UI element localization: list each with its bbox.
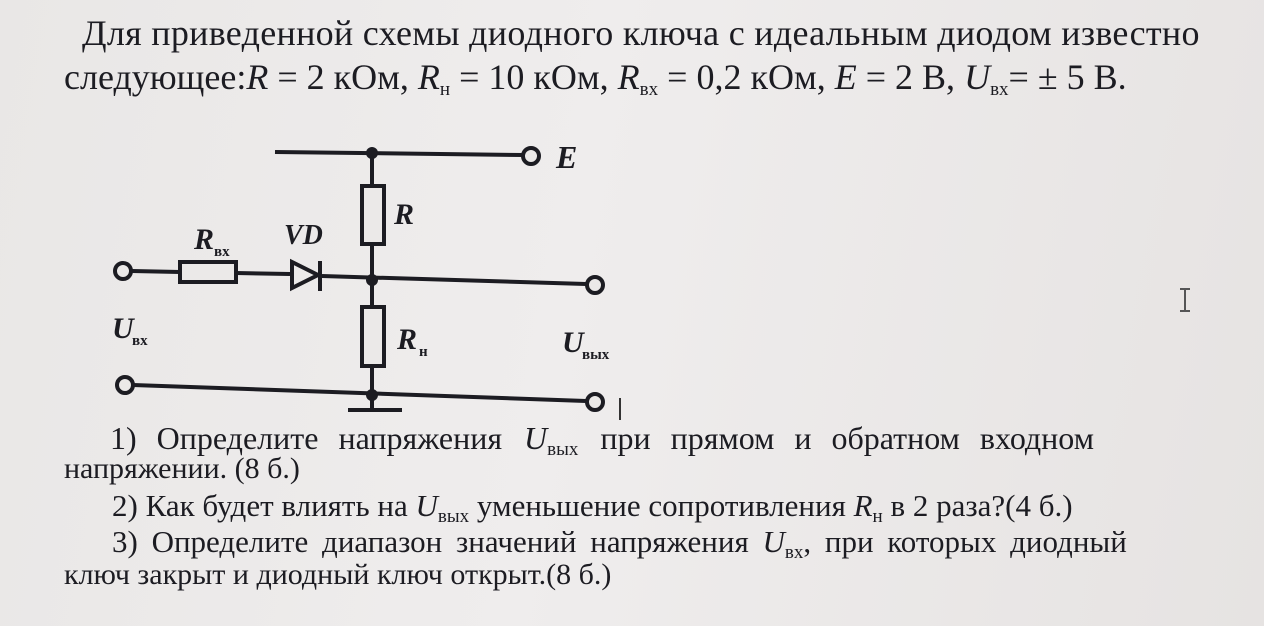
problem-statement-line2: следующее:R = 2 кОм, Rн = 10 кОм, Rвх = …	[64, 56, 1127, 100]
given-lead: следующее:	[64, 57, 247, 97]
node-top	[366, 147, 378, 159]
wire-VD-output	[321, 274, 587, 286]
q1-pre: 1) Определите напряжения	[110, 420, 503, 456]
given-Uvx-value: = ± 5 В.	[1008, 57, 1127, 97]
resistor-Rvx	[178, 260, 238, 284]
given-E-value: = 2 В,	[856, 57, 965, 97]
q2-pre: 2) Как будет влиять на	[112, 488, 408, 523]
q2-post: в 2 раза?(4 б.)	[890, 488, 1073, 523]
terminal-E	[521, 146, 541, 166]
question-2: 2) Как будет влиять на Uвых уменьшение с…	[112, 488, 1073, 527]
label-Uvyx-sub: вых	[582, 347, 610, 363]
label-Rn-sub: н	[419, 344, 428, 360]
node-middle	[366, 274, 378, 286]
resistor-Rn	[360, 305, 386, 368]
given-R-symbol: R	[246, 57, 269, 97]
q3-post: , при которых диодный	[803, 524, 1127, 559]
wire-input-Rvx	[131, 269, 181, 274]
resistor-R	[360, 184, 386, 246]
question-3-line1: 3) Определите диапазон значений напряжен…	[112, 524, 1127, 563]
label-Rvx: R	[193, 223, 214, 256]
q3-pre: 3) Определите диапазон значений напряжен…	[112, 524, 749, 559]
circuit-wires	[131, 150, 587, 412]
q2-mid: уменьшение сопротивления	[476, 488, 846, 523]
node-bottom	[366, 389, 378, 401]
label-Uvx-sub: вх	[132, 333, 148, 349]
diode-VD-triangle	[290, 258, 323, 292]
label-Rvx-sub: вх	[214, 244, 230, 260]
terminal-input-bottom	[115, 375, 135, 395]
wire-top-E	[274, 150, 524, 157]
q2-U: U	[415, 488, 438, 523]
given-Rvx-symbol: R	[617, 57, 640, 97]
q1-U-sub: вых	[547, 439, 579, 460]
label-Uvx: U	[112, 312, 135, 345]
q2-R-sub: н	[872, 506, 883, 527]
q2-R: R	[853, 488, 873, 523]
question-1-line1: 1) Определите напряжения Uвых при прямом и…	[110, 420, 1094, 460]
label-R: R	[393, 198, 414, 231]
label-VD: VD	[284, 220, 323, 251]
given-Rvx-subscript: вх	[639, 79, 659, 100]
given-Uvx-symbol: U	[964, 57, 991, 97]
given-Rn-subscript: н	[439, 79, 451, 100]
problem-statement-line1: Для приведенной схемы диодного ключа с и…	[82, 13, 1200, 53]
question-3-line2: ключ закрыт и диодный ключ открыт.(8 б.)	[64, 558, 612, 591]
text-cursor-icon	[1180, 288, 1190, 312]
q1-post: при прямом и обратном входном	[600, 420, 1094, 456]
wire-bottom-common	[132, 383, 587, 403]
label-Uvyx: U	[562, 326, 585, 359]
wire-Rvx-VD	[235, 271, 291, 276]
terminal-output-top	[585, 275, 605, 295]
given-E-symbol: E	[834, 57, 857, 97]
q2-U-sub: вых	[437, 506, 470, 527]
terminal-output-bottom	[585, 392, 605, 412]
given-Uvx-subscript: вх	[990, 79, 1009, 100]
terminal-input-top	[113, 261, 133, 281]
given-Rn-symbol: R	[417, 57, 440, 97]
q1-U: U	[524, 420, 548, 456]
question-1-line2: напряжении. (8 б.)	[64, 452, 300, 485]
given-R-value: = 2 кОм,	[268, 57, 418, 97]
label-Rn: R	[396, 323, 417, 356]
q3-U-sub: вх	[784, 542, 804, 563]
given-Rvx-value: = 0,2 кОм,	[658, 57, 835, 97]
given-Rn-value: = 10 кОм,	[450, 57, 618, 97]
q3-U: U	[762, 524, 785, 559]
label-E: E	[555, 139, 577, 175]
